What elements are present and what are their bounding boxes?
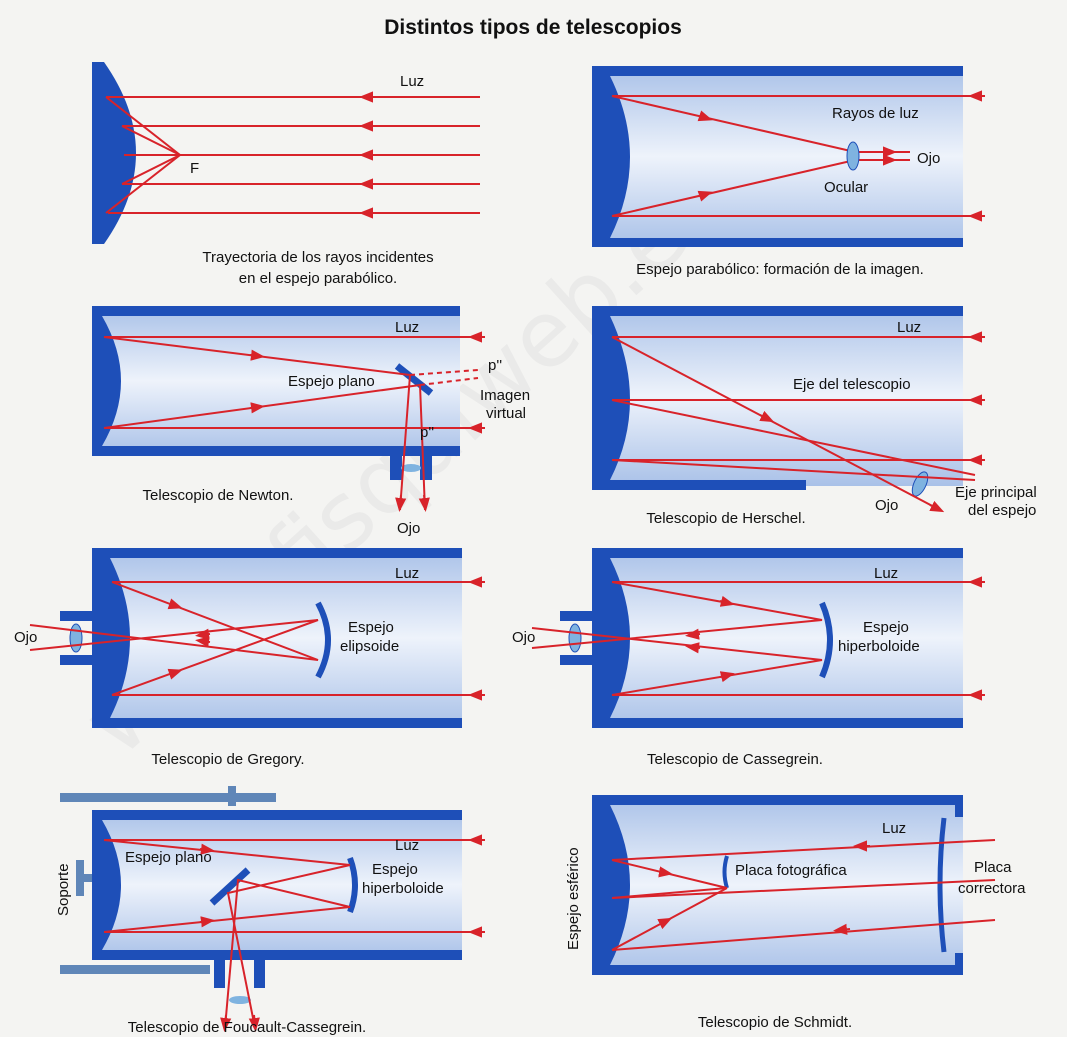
eyepiece-lens [229,996,251,1004]
rays [29,576,485,701]
flat-mirror [209,867,251,906]
hyperboloid-mirror [819,601,833,679]
eyepiece-lens [69,623,83,653]
panel-herschel: Luz Eje del telescopio Ojo Eje principal… [592,306,1037,527]
panel-parabolic-rays: Luz F Trayectoria de los rayos incidente… [92,62,480,287]
panel-newton: Luz Espejo plano p'' Imagen virtual p'' … [92,306,530,537]
telescope-tube [560,548,963,728]
eyepiece-label: Ocular [824,179,868,196]
light-label: Luz [400,73,424,90]
panel-foucault: Luz Espejo plano Espejo hiperboloide Sop… [55,786,485,1036]
light-label: Luz [395,319,419,336]
telescope-tube [592,66,963,247]
eyepiece-lens [846,141,860,171]
flat-mirror-label: Espejo plano [125,849,212,866]
eye-label: Ojo [917,150,940,167]
virtual-image-label-2: virtual [486,405,526,422]
eye-label: Ojo [875,497,898,514]
ellipsoid-mirror [315,601,331,679]
light-label: Luz [882,820,906,837]
eye-label: Ojo [14,629,37,646]
spherical-mirror-label: Espejo esférico [565,847,582,950]
incident-rays [105,91,480,219]
panel-cassegrain: Luz Ojo Espejo hiperboloide Telescopio d… [512,548,985,768]
mirror-label-1: Espejo [372,861,418,878]
parabolic-mirror [92,62,136,244]
hyperboloid-mirror [347,856,358,914]
caption-foucault: Telescopio de Foucault-Cassegrein. [128,1019,366,1036]
mirror-axis-label-2: del espejo [968,502,1036,519]
mirror-label-2: hiperboloide [838,638,920,655]
rays [611,331,985,513]
light-label: Luz [395,565,419,582]
real-p-label: p'' [420,424,434,441]
support-rail-top [60,793,276,802]
corrector-label-2: correctora [958,880,1026,897]
mirror-label-1: Espejo [863,619,909,636]
virtual-image-label-1: Imagen [480,387,530,404]
caption-schmidt: Telescopio de Schmidt. [698,1014,852,1031]
rays [611,839,996,951]
panel-parabolic-image: Rayos de luz Ojo Ocular Espejo parabólic… [592,66,985,278]
flat-mirror [394,363,434,396]
caption-parabolic-image: Espejo parabólico: formación de la image… [636,261,924,278]
support-label: Soporte [55,863,72,916]
mirror-label-2: hiperboloide [362,880,444,897]
mirror-label-1: Espejo [348,619,394,636]
caption-cassegrain: Telescopio de Cassegrein. [647,751,823,768]
rays-label: Rayos de luz [832,105,919,122]
page-title: Distintos tipos de telescopios [384,16,682,39]
telescope-tube [60,548,462,728]
caption-newton: Telescopio de Newton. [143,487,294,504]
caption-herschel: Telescopio de Herschel. [646,510,805,527]
rays [531,576,985,701]
corrector-plate [937,817,947,953]
eye-label: Ojo [512,629,535,646]
light-label: Luz [874,565,898,582]
telescope-tube [92,810,462,988]
eye-label: Ojo [397,520,420,537]
mirror-label-2: elipsoide [340,638,399,655]
panel-gregory: Luz Ojo Espejo elipsoide Telescopio de G… [14,548,485,768]
light-label: Luz [395,837,419,854]
support-rail-bottom [60,965,210,974]
eyepiece-lens [568,623,582,653]
photo-plate-label: Placa fotográfica [735,862,847,879]
flat-mirror-label: Espejo plano [288,373,375,390]
corrector-label-1: Placa [974,859,1012,876]
caption-parabolic-rays-2: en el espejo parabólico. [239,270,397,287]
caption-gregory: Telescopio de Gregory. [151,751,304,768]
focus-label: F [190,160,199,177]
rays [103,331,485,512]
rays [103,834,485,1032]
virtual-p-label: p'' [488,357,502,374]
caption-parabolic-rays-1: Trayectoria de los rayos incidentes [202,249,433,266]
light-label: Luz [897,319,921,336]
panel-schmidt: Luz Placa fotográfica Placa correctora E… [565,795,1026,1031]
mirror-axis-label-1: Eje principal [955,484,1037,501]
eyepiece-lens [401,464,421,472]
telescope-axis-label: Eje del telescopio [793,376,911,393]
photo-plate [722,855,729,889]
